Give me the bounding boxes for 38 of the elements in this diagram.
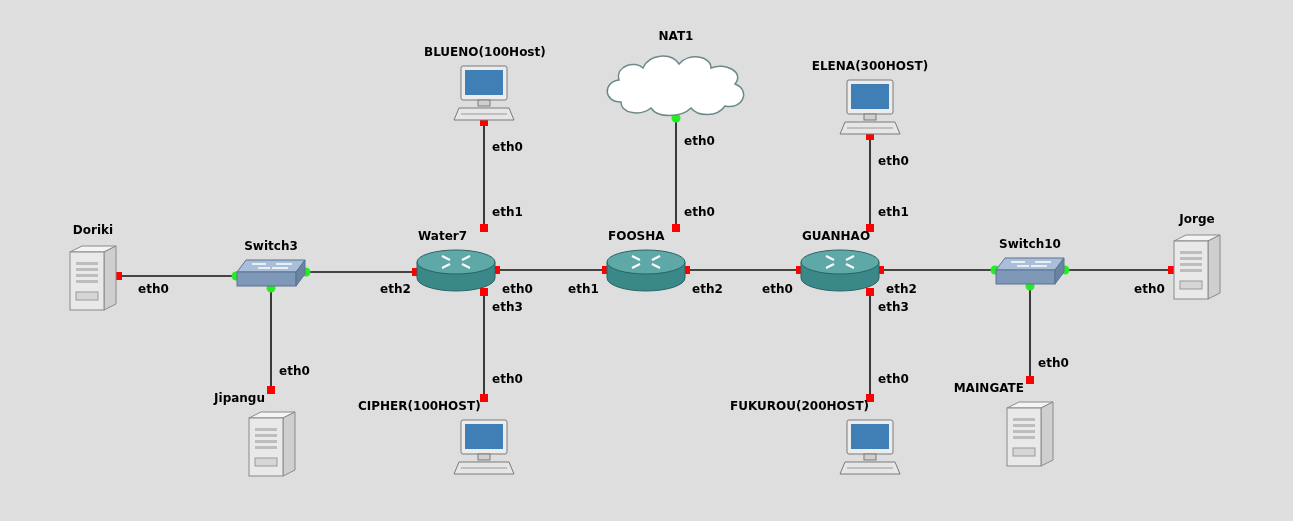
port-label: eth2 bbox=[692, 282, 723, 296]
link-line bbox=[480, 288, 488, 402]
node-label: BLUENO(100Host) bbox=[424, 44, 544, 60]
port-label: eth1 bbox=[492, 205, 523, 219]
node-label: MAINGATE bbox=[952, 380, 1024, 396]
port-label: eth0 bbox=[1038, 356, 1069, 370]
port-label: eth3 bbox=[492, 300, 523, 314]
node-label: FOOSHA bbox=[608, 228, 666, 244]
port-label: eth0 bbox=[878, 154, 909, 168]
port-label: eth0 bbox=[492, 372, 523, 386]
node-label: Doriki bbox=[71, 222, 115, 238]
port-label: eth2 bbox=[886, 282, 917, 296]
node-label: Water7 bbox=[418, 228, 469, 244]
port-label: eth0 bbox=[684, 134, 715, 148]
port-label: eth0 bbox=[502, 282, 533, 296]
port-label: eth0 bbox=[279, 364, 310, 378]
port-label: eth2 bbox=[380, 282, 411, 296]
link-line bbox=[480, 118, 488, 232]
node-label: Jipangu bbox=[212, 390, 265, 406]
port-label: eth1 bbox=[568, 282, 599, 296]
port-label: eth3 bbox=[878, 300, 909, 314]
port-label: eth1 bbox=[878, 205, 909, 219]
node-label: Jorge bbox=[1177, 211, 1216, 227]
link-line bbox=[671, 113, 681, 232]
port-label: eth0 bbox=[762, 282, 793, 296]
port-label: eth0 bbox=[1134, 282, 1165, 296]
link-line bbox=[866, 132, 874, 232]
node-label: ELENA(300HOST) bbox=[810, 58, 930, 74]
node-label: GUANHAO bbox=[802, 228, 868, 244]
node-label: NAT1 bbox=[657, 28, 695, 44]
port-label: eth0 bbox=[138, 282, 169, 296]
port-label: eth0 bbox=[684, 205, 715, 219]
link-line bbox=[866, 288, 874, 402]
node-label: CIPHER(100HOST) bbox=[358, 398, 478, 414]
port-label: eth0 bbox=[492, 140, 523, 154]
node-label: Switch10 bbox=[998, 236, 1062, 252]
node-label: Switch3 bbox=[243, 238, 299, 254]
port-label: eth0 bbox=[878, 372, 909, 386]
